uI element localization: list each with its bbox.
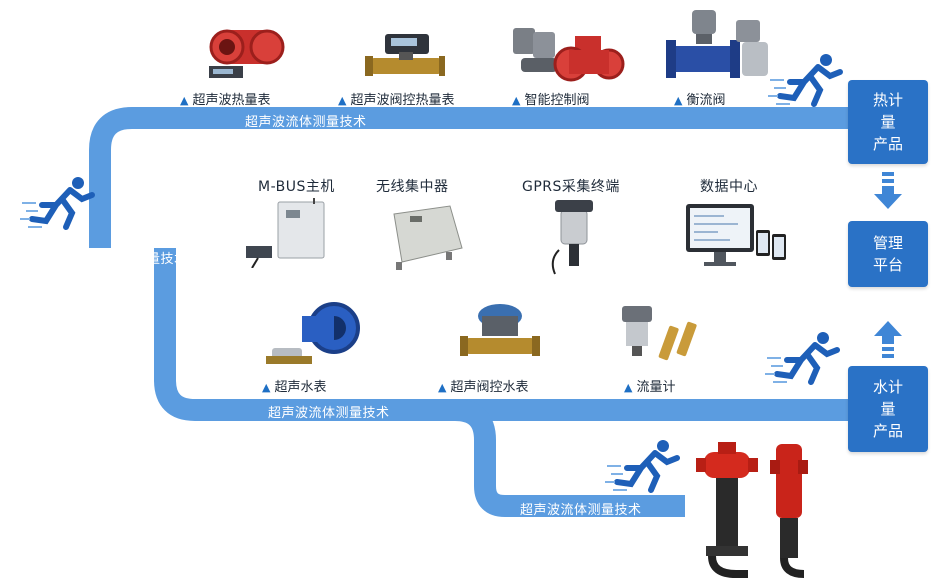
control-valve-icon (513, 28, 625, 82)
triangle-icon: ▲ (624, 381, 633, 394)
water-products-box: 水计量产品 (848, 366, 928, 452)
heat-meter-icon (209, 29, 285, 78)
up-arrow-icon (874, 321, 902, 358)
balance-valve-icon (666, 10, 768, 78)
band-label-lowest: 超声波流体测量技术 (520, 503, 642, 518)
data-center-icon (686, 204, 786, 266)
triangle-icon: ▲ (512, 94, 521, 107)
heat-product-caption: ▲超声波热量表 (180, 89, 270, 108)
band-label-main: 超声波流体测量技术 (66, 252, 188, 267)
heat-product-label: 超声波热量表 (192, 93, 271, 108)
band-label-top: 超声波流体测量技术 (245, 115, 367, 130)
heat-product-label: 超声波阀控热量表 (350, 93, 455, 108)
gprs-terminal-title: GPRS采集终端 (522, 179, 620, 195)
heat-product-caption: ▲衡流阀 (674, 89, 725, 108)
wireless-concentrator-title: 无线集中器 (376, 179, 449, 195)
water-product-caption: ▲流量计 (624, 376, 675, 395)
mgmt-box-line1: 管理 (872, 234, 903, 252)
wireless-concentrator-icon (393, 205, 463, 270)
data-center-title: 数据中心 (700, 179, 758, 195)
band-label-bottom: 超声波流体测量技术 (268, 406, 390, 421)
triangle-icon: ▲ (338, 94, 347, 107)
water-box-line1: 水计量 (872, 378, 903, 418)
lowest-band (454, 399, 685, 517)
bottom-band (154, 248, 850, 421)
triangle-icon: ▲ (262, 381, 271, 394)
runner-icon (20, 177, 95, 230)
water-box-line2: 产品 (872, 422, 903, 440)
management-platform-box: 管理平台 (848, 221, 928, 287)
down-arrow-icon (874, 172, 902, 209)
valve-water-meter-icon (460, 304, 540, 356)
mbus-host-icon (246, 198, 325, 268)
top-band (89, 107, 850, 248)
water-product-caption: ▲超声阀控水表 (438, 376, 528, 395)
water-product-label: 超声水表 (274, 380, 327, 395)
mbus-host-title: M-BUS主机 (258, 179, 335, 195)
ultrasonic-water-meter-icon (266, 302, 360, 364)
flow-meter-icon (622, 306, 697, 361)
heat-box-line1: 热计量 (872, 91, 903, 131)
heat-products-box: 热计量产品 (848, 80, 928, 164)
heat-box-line2: 产品 (872, 135, 903, 153)
valve-heat-meter-icon (365, 34, 445, 76)
heat-product-caption: ▲智能控制阀 (512, 89, 589, 108)
heat-product-label: 智能控制阀 (524, 93, 590, 108)
triangle-icon: ▲ (180, 94, 189, 107)
gprs-terminal-icon (551, 200, 593, 275)
runner-icon (605, 440, 680, 493)
triangle-icon: ▲ (438, 381, 447, 394)
runner-icon (765, 332, 840, 385)
mgmt-box-line2: 平台 (872, 256, 903, 274)
heat-product-label: 衡流阀 (686, 93, 726, 108)
heat-product-caption: ▲超声波阀控热量表 (338, 89, 454, 108)
runner-icon (768, 54, 843, 107)
fire-hydrant-icon (696, 442, 808, 578)
water-product-caption: ▲超声水表 (262, 376, 326, 395)
water-product-label: 超声阀控水表 (450, 380, 529, 395)
triangle-icon: ▲ (674, 94, 683, 107)
water-product-label: 流量计 (636, 380, 676, 395)
